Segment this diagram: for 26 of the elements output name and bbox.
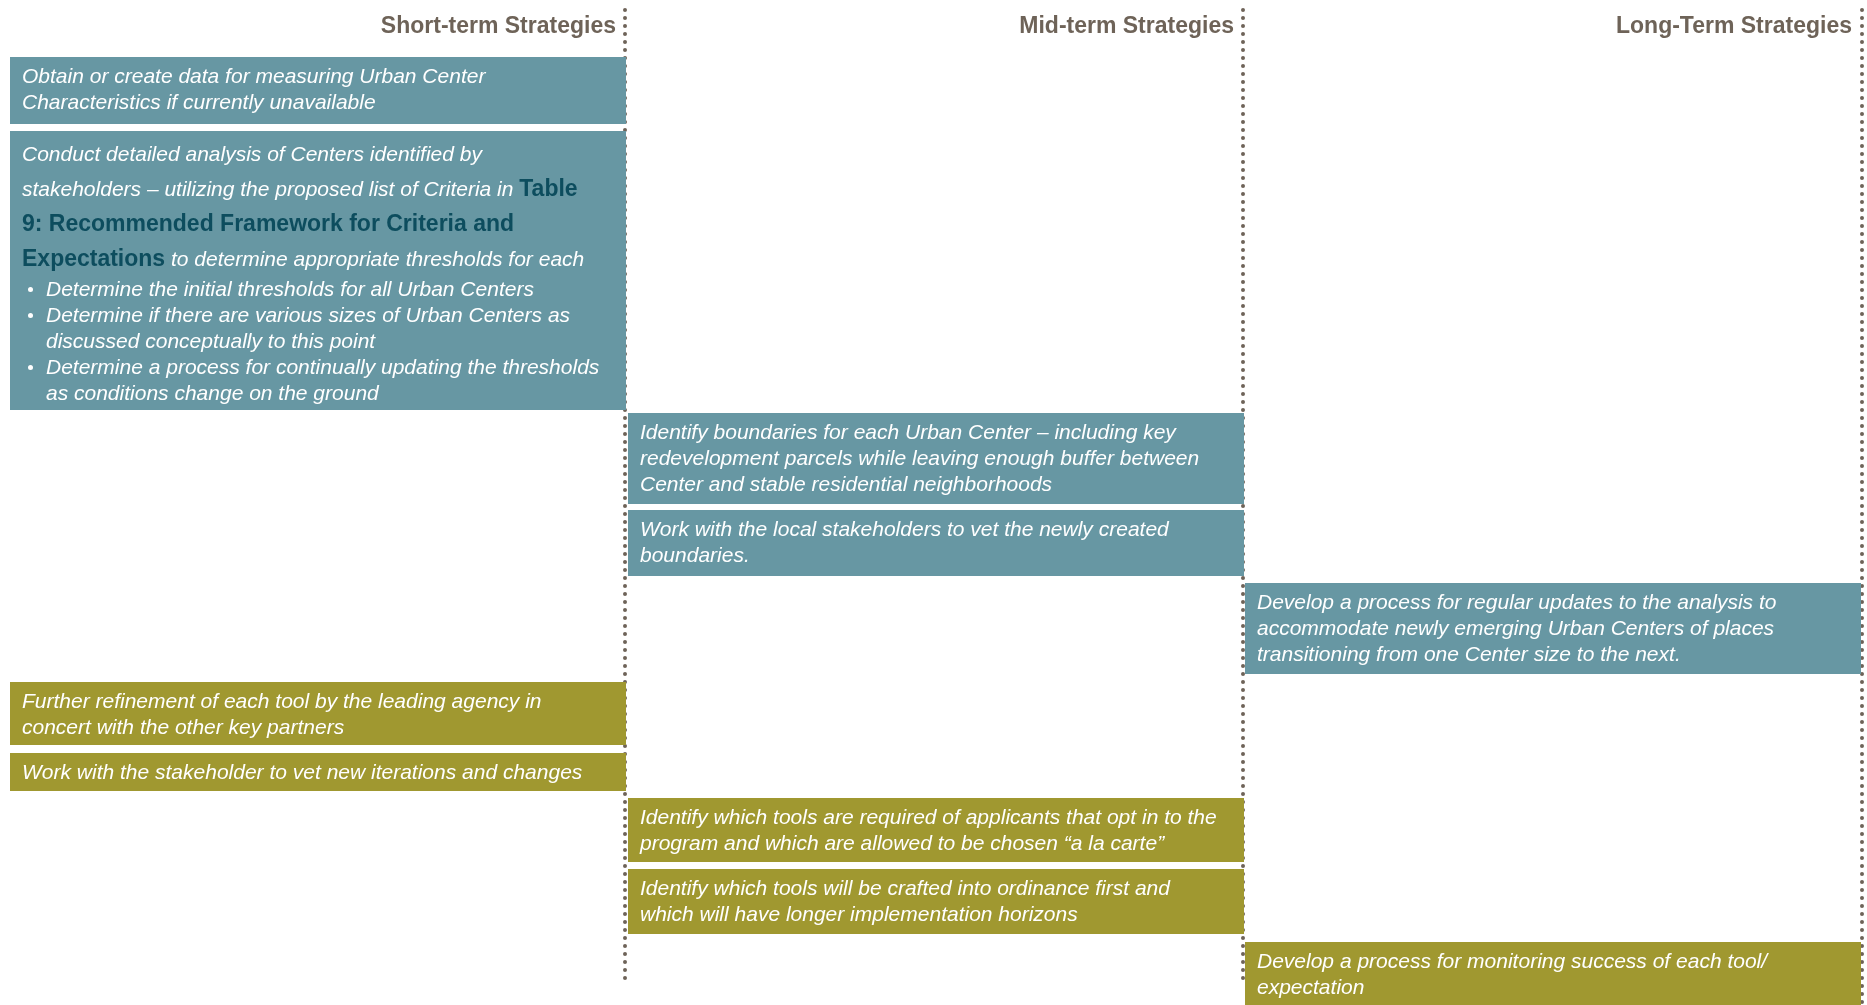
column-heading: Long-Term Strategies (1616, 12, 1852, 39)
strategy-text: Obtain or create data for measuring Urban Center Characteristics if currently unavailable (22, 63, 487, 115)
strategy-text: Conduct detailed analysis of Centers identified by stakeholders – utilizing the proposed list of Criteria in Table 9: Recommended Framework for Criteria and Expectations to determine appropriate thresholds for each (22, 141, 586, 273)
strategy-text: Further refinement of each tool by the leading agency in concert with the other key partners (22, 688, 543, 740)
strategy-box (628, 798, 1244, 862)
strategy-text: Work with the local stakeholders to vet the newly created boundaries. (640, 516, 1170, 568)
strategy-text: Develop a process for monitoring success of each tool/ expectation (1257, 948, 1770, 1000)
strategy-text: Identify which tools will be crafted into ordinance first and which will have longer implementation horizons (640, 875, 1172, 927)
strategy-box (10, 57, 626, 124)
strategy-box (1245, 942, 1861, 1005)
strategy-box (628, 869, 1244, 934)
column-heading: Short-term Strategies (380, 12, 616, 39)
strategy-text: Identify which tools are required of applicants that opt in to the program and which are allowed to be chosen “a la carte” (640, 804, 1218, 856)
strategy-box (10, 753, 626, 791)
strategy-box (10, 682, 626, 745)
strategy-text: Identify boundaries for each Urban Center – including key redevelopment parcels while leaving enough buffer between Center and stable residential neighborhoods (640, 419, 1201, 497)
strategy-text: Work with the stakeholder to vet new iterations and changes (22, 759, 584, 785)
strategy-box (628, 510, 1244, 576)
strategy-box (1245, 583, 1861, 674)
bullet-item: Determine the initial thresholds for all Urban Centers (22, 276, 602, 302)
strategy-text: Develop a process for regular updates to the analysis to accommodate newly emerging Urban Centers of places transitioning from one Center size to the next. (1257, 589, 1778, 667)
strategy-box (10, 131, 626, 410)
bullet-item: Determine a process for continually updating the thresholds as conditions change on the ground (22, 354, 602, 406)
bullet-item: Determine if there are various sizes of Urban Centers as discussed conceptually to this point (22, 302, 602, 354)
column-heading: Mid-term Strategies (1019, 12, 1234, 39)
strategy-box (628, 413, 1244, 504)
